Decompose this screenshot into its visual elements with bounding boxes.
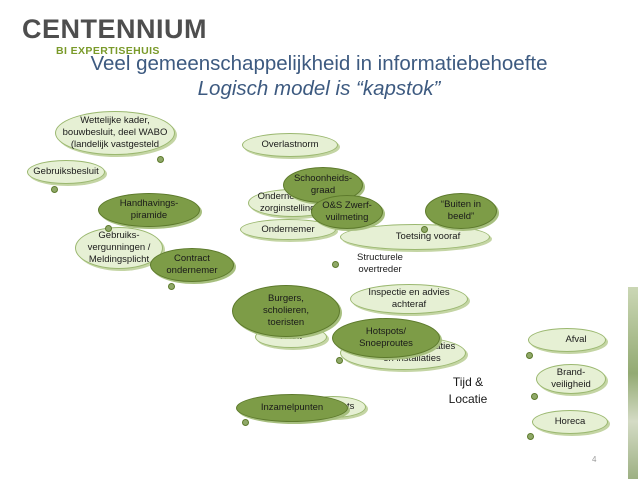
cloud-inspectie-label: Inspectie en advies achteraf [368,287,450,310]
tijd-locatie-label: Tijd & Locatie [448,375,488,406]
page-number: 4 [592,455,597,464]
cloud-horeca: Horeca [532,410,608,434]
cloud-tail [421,226,428,233]
centennium-logo: CENTENNIUM BI EXPERTISEHUIS [22,14,207,58]
cloud-afval: Afval [528,328,606,352]
cloud-schoonheidsgraad-label: Schoonheids- graad [293,173,353,196]
cloud-tail [105,225,112,232]
cloud-hotspots: Hotspots/ Snoeproutes [332,318,440,358]
cloud-gebruiksbesluit-label: Gebruiksbesluit [33,166,99,177]
cloud-handhavings-piramide-label: Handhavings- piramide [119,198,179,221]
cloud-os-zwerfvuil-label: O&S Zwerf- vuilmeting [322,200,372,223]
decorative-side-image [628,287,638,479]
slide-subtitle: Logisch model is “kapstok” [197,77,441,100]
cloud-gebruiksvergunningen: Gebruiks- vergunningen / Meldingsplicht [75,227,163,269]
cloud-tail [51,186,58,193]
cloud-structurele-overtreder: Structurele overtreder [345,252,415,276]
cloud-toetsing-vooraf-label: Toetsing vooraf [395,231,461,242]
slide-title: Veel gemeenschappelijkheid in informatie… [90,52,548,75]
cloud-tail [336,357,343,364]
cloud-structurele-overtreder-label: Structurele overtreder [357,252,403,275]
cloud-wettelijk-kader-label: Wettelijke kader, bouwbesluit, deel WABO… [62,115,168,150]
cloud-ondernemer-label: Ondernemer [261,223,315,235]
cloud-overlastnorm: Overlastnorm [242,133,338,157]
cloud-inspectie: Inspectie en advies achteraf [350,284,468,314]
cloud-inzamelpunten: Inzamelpunten [236,394,348,422]
cloud-os-zwerfvuil: O&S Zwerf- vuilmeting [311,195,383,229]
cloud-brandveiligheid: Brand- veiligheid [536,364,606,394]
cloud-tail [531,393,538,400]
cloud-contract-ondernemer-label: Contract ondernemer [166,253,218,276]
cloud-gebruiksbesluit: Gebruiksbesluit [27,160,105,184]
cloud-tail [242,419,249,426]
cloud-gebruiksvergunningen-label: Gebruiks- vergunningen / Meldingsplicht [87,230,151,265]
cloud-inzamelpunten-label: Inzamelpunten [260,402,324,413]
logo-wordmark: CENTENNIUM [22,14,207,44]
cloud-hotspots-small-label: ots [341,401,355,412]
cloud-wettelijk-kader: Wettelijke kader, bouwbesluit, deel WABO… [55,111,175,155]
cloud-brandveiligheid-label: Brand- veiligheid [551,367,591,390]
cloud-burgers-label: Burgers, scholieren, toeristen [263,293,309,328]
cloud-tail [168,283,175,290]
cloud-tail [526,352,533,359]
cloud-burgers: Burgers, scholieren, toeristen [232,285,340,337]
cloud-tail [527,433,534,440]
cloud-hotspots-label: Hotspots/ Snoeproutes [359,326,413,349]
cloud-buiten-in-beeld: “Buiten in beeld” [425,193,497,229]
cloud-afval-label: Afval [565,334,587,345]
cloud-handhavings-piramide: Handhavings- piramide [98,193,200,227]
cloud-overlastnorm-label: Overlastnorm [261,139,319,150]
cloud-tail [157,156,164,163]
cloud-ondernemer: Ondernemer [240,219,336,240]
logo-subtitle: BI EXPERTISEHUIS [56,45,160,57]
cloud-buiten-in-beeld-label: “Buiten in beeld” [440,199,482,222]
cloud-tail [332,261,339,268]
cloud-contract-ondernemer: Contract ondernemer [150,248,234,282]
cloud-horeca-label: Horeca [554,416,586,427]
